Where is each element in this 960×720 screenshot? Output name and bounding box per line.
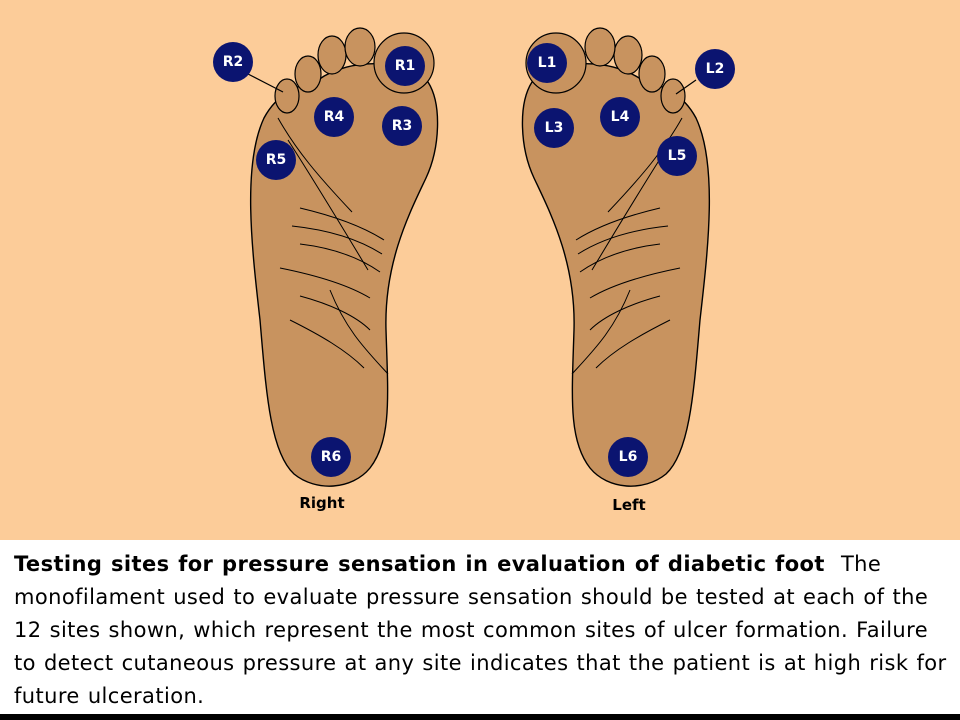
right-site-r2-leader	[247, 73, 284, 93]
site-l5: L5	[657, 136, 697, 176]
right-toe-3	[317, 35, 347, 75]
left-foot-crease	[577, 225, 669, 255]
site-r1: R1	[385, 46, 425, 86]
site-label: L1	[538, 55, 557, 71]
right-foot-crease	[299, 207, 385, 241]
site-label: R2	[223, 54, 244, 70]
right-foot-crease	[291, 225, 383, 255]
right-foot-crease	[289, 319, 365, 369]
site-marker	[314, 97, 354, 137]
left-foot-crease	[579, 243, 661, 273]
right-foot-crease	[299, 295, 371, 331]
site-marker	[600, 97, 640, 137]
right-foot-crease	[299, 243, 381, 273]
site-label: L6	[619, 449, 638, 465]
site-marker	[213, 42, 253, 82]
site-l6: L6	[608, 437, 648, 477]
right-toe-5	[274, 78, 300, 114]
site-label: R1	[395, 58, 416, 74]
site-r4: R4	[314, 97, 354, 137]
right-foot-crease	[279, 267, 371, 299]
site-label: L4	[611, 109, 630, 125]
site-label: R3	[392, 118, 413, 134]
site-marker	[657, 136, 697, 176]
site-marker	[311, 437, 351, 477]
figure-caption: Testing sites for pressure sensation in …	[0, 540, 960, 716]
right-foot-crease	[287, 139, 369, 271]
site-label: R5	[266, 152, 287, 168]
site-r6: R6	[311, 437, 351, 477]
site-marker	[695, 49, 735, 89]
site-l4: L4	[600, 97, 640, 137]
caption-paragraph: Testing sites for pressure sensation in …	[14, 548, 950, 713]
site-r2: R2	[213, 42, 253, 82]
site-r3: R3	[382, 106, 422, 146]
right-foot-crease	[277, 117, 353, 213]
left-foot-crease	[589, 267, 681, 299]
site-marker	[385, 46, 425, 86]
left-foot-label: Left	[612, 496, 645, 514]
caption-body: The monofilament used to evaluate pressu…	[14, 552, 947, 708]
site-l1: L1	[527, 43, 567, 83]
foot-diagram: Right Left R1	[0, 0, 960, 540]
left-foot-crease	[589, 295, 661, 331]
right-foot: Right	[247, 27, 439, 512]
left-toe-3	[613, 35, 643, 75]
right-foot-crease	[329, 289, 389, 375]
bottom-bar	[0, 714, 960, 720]
site-label: R6	[321, 449, 342, 465]
left-site-l2-leader	[675, 79, 697, 95]
site-r5: R5	[256, 140, 296, 180]
site-label: L2	[706, 61, 725, 77]
site-marker	[608, 437, 648, 477]
site-marker	[534, 108, 574, 148]
caption-title: Testing sites for pressure sensation in …	[14, 552, 825, 576]
foot-diagram-svg: Right Left R1	[213, 27, 735, 514]
site-l3: L3	[534, 108, 574, 148]
site-label: R4	[324, 109, 345, 125]
left-foot-crease	[575, 207, 661, 241]
left-toe-5	[660, 78, 686, 114]
left-foot-crease	[595, 319, 671, 369]
right-toe-4	[294, 55, 322, 93]
right-foot-label: Right	[299, 494, 344, 512]
right-foot-outline	[249, 63, 439, 487]
right-toe-2	[344, 27, 376, 67]
left-foot-crease	[607, 117, 683, 213]
left-foot-crease	[571, 289, 631, 375]
site-l2: L2	[695, 49, 735, 89]
site-marker	[527, 43, 567, 83]
left-toe-4	[638, 55, 666, 93]
site-label: L5	[668, 148, 687, 164]
left-toe-2	[584, 27, 616, 67]
site-marker	[256, 140, 296, 180]
site-label: L3	[545, 120, 564, 136]
site-marker	[382, 106, 422, 146]
